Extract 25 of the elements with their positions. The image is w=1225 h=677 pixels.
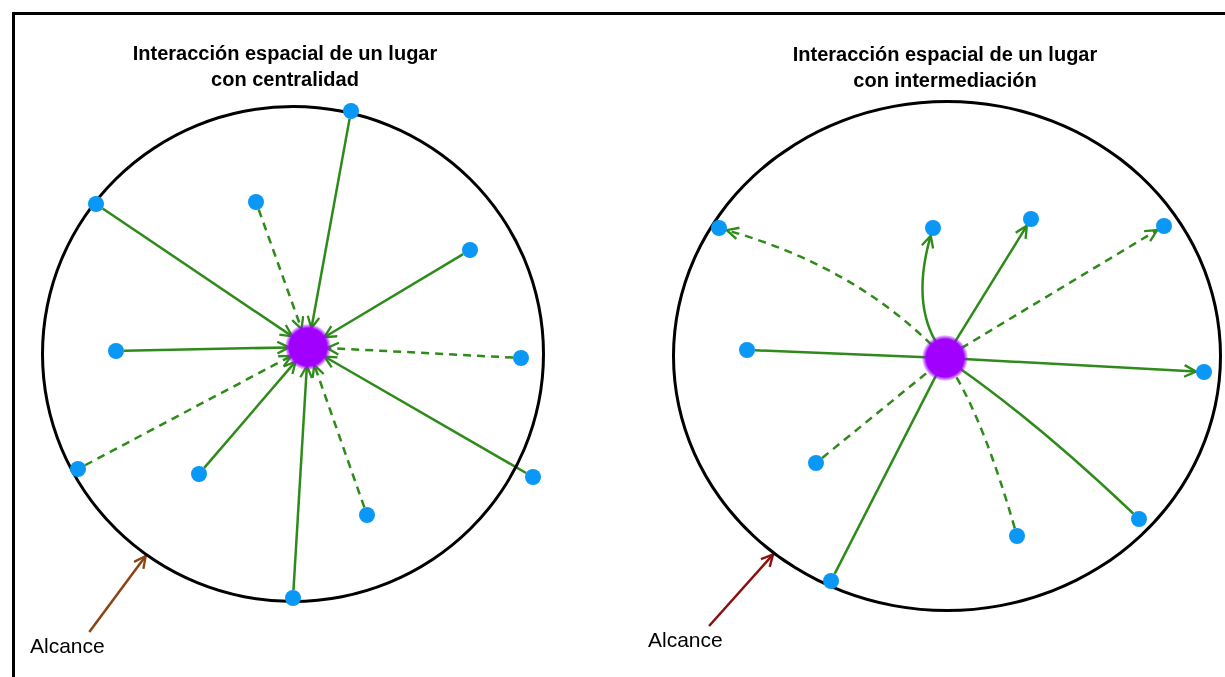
flow-arrow [84,354,293,467]
flow-arrow [325,341,514,359]
flow-arrow [123,340,291,355]
flow-arrow [953,224,1028,343]
flow-arrow [725,226,933,346]
flow-arrow [101,207,294,338]
callout-label: Alcance [30,633,105,660]
leader-arrow [708,553,775,627]
flow-line [754,349,927,359]
flow-arrow [963,357,1198,378]
flow-arrow [323,355,527,475]
flow-arrow [292,364,314,591]
flow-arrow [920,234,937,343]
flow-line [833,374,938,575]
callout-label: Alcance [648,627,723,654]
flow-arrow [257,209,305,331]
flow-arrow [960,228,1159,350]
flow-arrow [306,118,351,330]
region-heading: Interacción espacial de un lugar con centralidad [131,41,439,92]
region-heading: Interacción espacial de un lugar con intermediación [791,42,1099,93]
flow-arrow [323,253,464,339]
flow-line [959,367,1135,515]
flow-arrow [311,363,366,508]
flow-arrow [203,360,297,469]
leader-arrow [88,554,147,633]
